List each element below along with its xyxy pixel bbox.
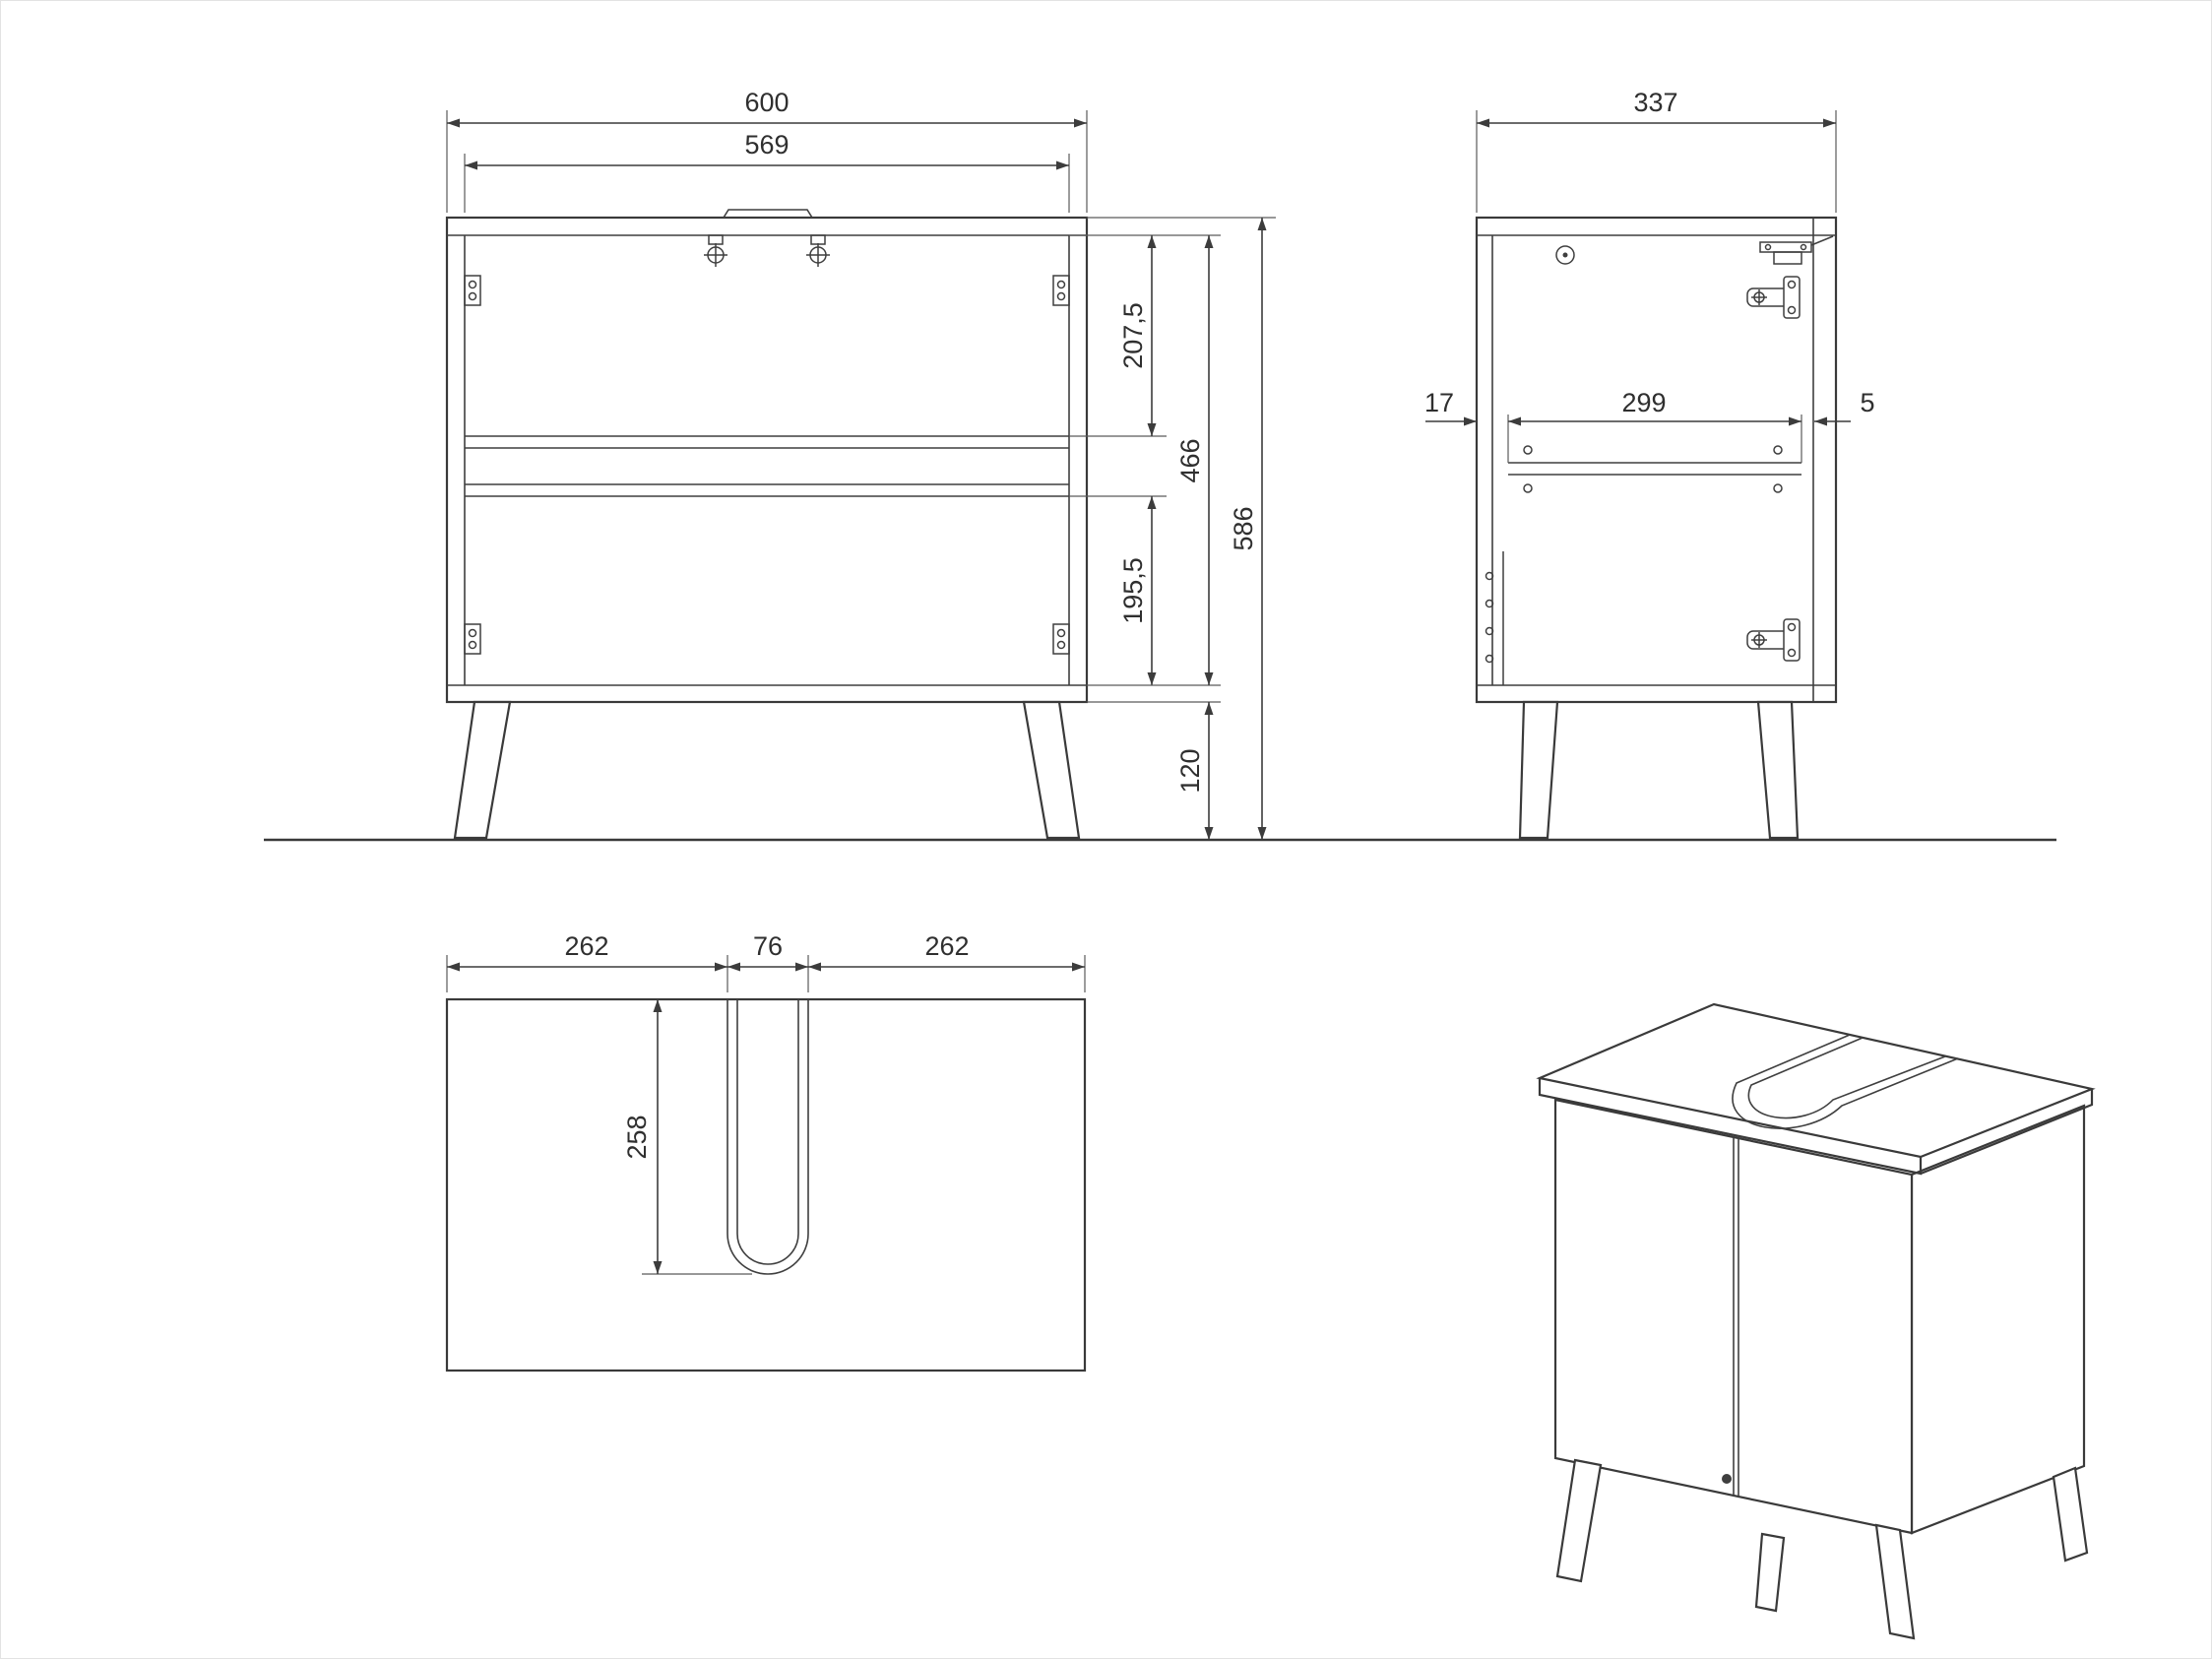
dim-label-17: 17 <box>1424 388 1454 417</box>
dim-label-262-right: 262 <box>924 931 969 961</box>
shelf-pin-holes <box>1523 445 1783 493</box>
front-cutout-tab <box>723 209 813 219</box>
sink-cutout-outer <box>727 999 809 1275</box>
door-hinge-top-icon <box>1746 276 1801 319</box>
persp-back-left-leg <box>1754 1532 1786 1613</box>
back-screw-holes <box>1485 571 1494 664</box>
dim-label-466: 466 <box>1175 438 1205 482</box>
side-front-leg <box>1756 700 1800 840</box>
front-view: 600 569 207,5 195,5 466 <box>445 88 1276 840</box>
dimension-upper-section: 207,5 <box>1069 234 1167 437</box>
front-left-leg <box>453 700 512 840</box>
dim-label-600: 600 <box>744 88 789 117</box>
persp-front-left-leg <box>1555 1458 1603 1583</box>
persp-front-right-leg <box>1874 1523 1916 1640</box>
dim-label-337: 337 <box>1633 88 1677 117</box>
dimension-lower-section: 195,5 <box>1069 495 1167 685</box>
cam-lock-icon <box>1555 245 1575 265</box>
dim-label-120: 120 <box>1175 748 1205 793</box>
sink-cutout-inner <box>736 999 799 1265</box>
dim-label-76: 76 <box>753 931 783 961</box>
side-back-leg <box>1518 700 1559 840</box>
persp-back-right-leg <box>2052 1466 2089 1563</box>
dim-label-195-5: 195,5 <box>1118 557 1148 624</box>
dim-label-258: 258 <box>622 1115 652 1159</box>
hinge-plate-top-right-icon <box>1052 275 1070 306</box>
dim-label-262-left: 262 <box>564 931 608 961</box>
top-connector-bracket-icon <box>1759 235 1834 265</box>
dimension-leg-height: 120 <box>1087 701 1221 840</box>
hinge-plate-bottom-right-icon <box>1052 623 1070 655</box>
dimension-depth: 337 <box>1476 88 1837 213</box>
dim-label-299: 299 <box>1621 388 1666 417</box>
persp-top-edge-front <box>1538 1078 1923 1176</box>
dimension-total-height: 586 <box>1087 217 1276 840</box>
persp-cutout-outer <box>1732 1034 1959 1129</box>
persp-side-face <box>1910 1104 2086 1535</box>
hinge-plate-bottom-left-icon <box>464 623 481 655</box>
dimension-shelf-depth-row: 17 299 5 <box>1424 388 1875 463</box>
top-view: 262 76 262 258 <box>445 931 1087 1372</box>
dimension-cutout-depth: 258 <box>622 999 752 1275</box>
dim-label-207-5: 207,5 <box>1118 302 1148 369</box>
dim-label-569: 569 <box>744 130 789 160</box>
perspective-view <box>1536 1002 2096 1640</box>
persp-top-edge-right <box>1920 1089 2094 1176</box>
persp-cutout-inner <box>1747 1037 1946 1119</box>
dim-label-586: 586 <box>1229 506 1258 550</box>
cam-fitting-left-icon <box>704 234 727 267</box>
dimension-top-width-row: 262 76 262 <box>446 931 1086 992</box>
dimension-inner-width: 569 <box>464 130 1070 213</box>
hinge-plate-top-left-icon <box>464 275 481 306</box>
front-right-leg <box>1022 700 1081 840</box>
side-view: 337 17 299 5 <box>1424 88 1875 840</box>
dimension-interior-height: 466 <box>1087 234 1221 686</box>
dim-label-5: 5 <box>1860 388 1874 417</box>
front-cabinet-outline <box>445 216 1089 704</box>
dimension-overall-width: 600 <box>446 88 1088 213</box>
persp-door-knob <box>1722 1474 1732 1484</box>
top-panel-outline <box>445 997 1087 1372</box>
door-hinge-bottom-icon <box>1746 618 1801 662</box>
cam-fitting-right-icon <box>806 234 830 267</box>
